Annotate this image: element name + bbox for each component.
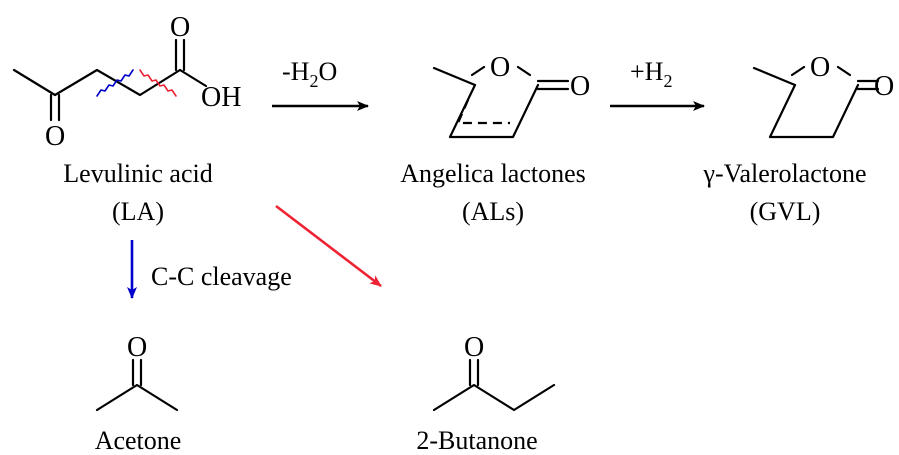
als-name-label: Angelica lactones [400, 159, 586, 188]
gvl-name-label: γ-Valerolactone [702, 159, 866, 188]
la-hydroxyl-group: OH [201, 82, 241, 113]
als-methyl-bond [432, 66, 477, 87]
als-ring [448, 65, 540, 139]
acetone-structure: O [95, 332, 179, 412]
als-carbonyl-oxygen: O [570, 71, 590, 102]
als-abbreviation-label: (ALs) [462, 197, 524, 226]
gvl-ring [768, 65, 860, 139]
gvl-carbonyl-oxygen: O [874, 71, 894, 102]
la-acid-double-bond [174, 38, 186, 72]
la-keto-oxygen: O [45, 121, 65, 152]
la-keto-double-bond [49, 93, 61, 122]
gvl-ring-oxygen: O [810, 52, 830, 83]
levulinic-acid-structure: O O OH [12, 12, 241, 152]
angelica-lactones-structure: O O [432, 52, 590, 139]
gvl-abbreviation-label: (GVL) [750, 197, 821, 226]
la-skeleton [12, 68, 182, 97]
cleavage-red-arrow [275, 204, 382, 288]
la-blue-cleavage-mark [96, 69, 134, 97]
gvl-methyl-bond [752, 66, 797, 87]
dehydration-condition: -H2O [282, 57, 337, 91]
acetone-double-bond [131, 358, 143, 387]
butanone-oxygen: O [464, 332, 484, 363]
la-abbreviation-label: (LA) [112, 197, 164, 226]
acetone-name-label: Acetone [95, 426, 182, 455]
butanone-skeleton [432, 383, 556, 412]
la-red-cleavage-mark [139, 69, 177, 97]
als-dashed-double-bond [456, 99, 510, 125]
gvl-structure: O O [752, 52, 894, 139]
hydrogenation-condition: +H2 [630, 57, 672, 91]
butanone-structure: O [432, 332, 556, 412]
la-name-label: Levulinic acid [63, 159, 212, 188]
cleavage-condition-label: C-C cleavage [151, 262, 292, 291]
la-acid-single-bond [178, 68, 208, 88]
als-exocyclic-carbonyl [536, 79, 570, 91]
butanone-name-label: 2-Butanone [416, 426, 537, 455]
acetone-oxygen: O [127, 332, 147, 363]
als-ring-oxygen: O [490, 52, 510, 83]
butanone-double-bond [468, 358, 480, 387]
la-acid-carbonyl-oxygen: O [170, 12, 190, 43]
acetone-skeleton [95, 383, 179, 412]
gvl-exocyclic-carbonyl [856, 79, 880, 91]
